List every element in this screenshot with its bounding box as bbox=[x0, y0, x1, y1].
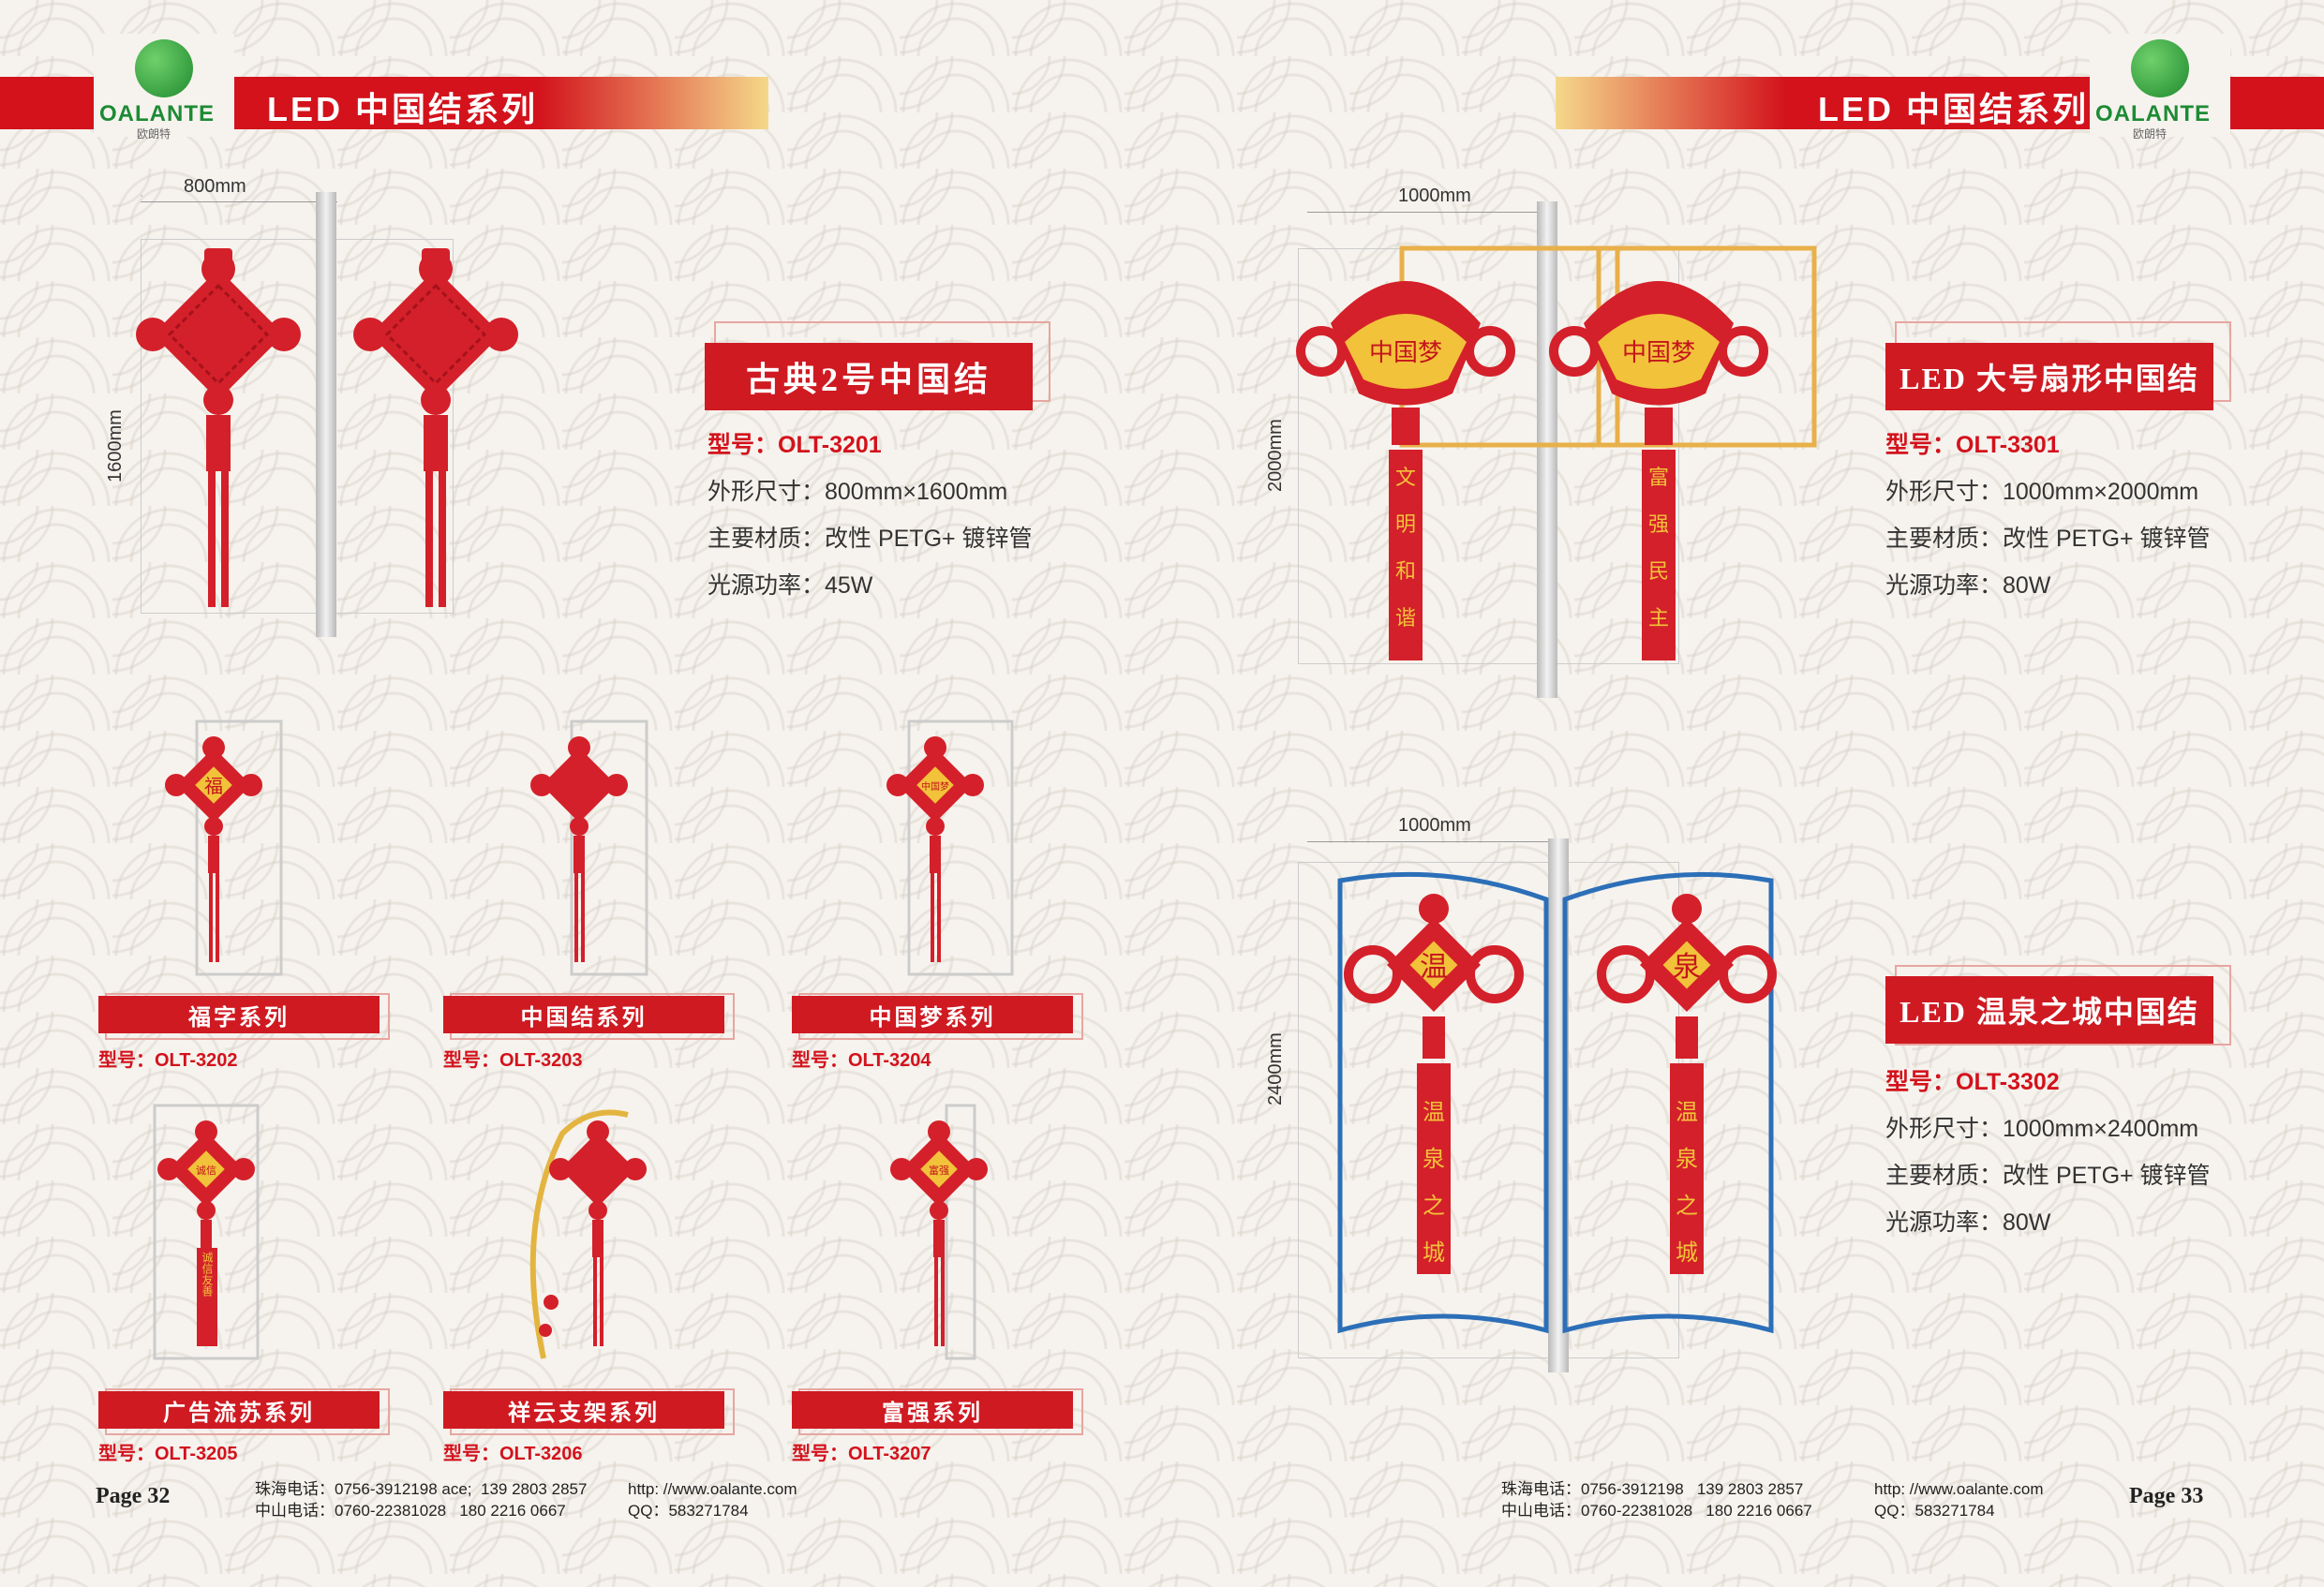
spring-knot-pair-3302: 温 泉 温泉之城 温泉之城 bbox=[1337, 871, 1799, 1334]
dim-width-3302: 1000mm bbox=[1398, 815, 1471, 836]
dim-height-3301: 2000mm bbox=[1265, 419, 1286, 492]
svg-text:民: 民 bbox=[1648, 559, 1669, 583]
material-3201: 主要材质：改性 PETG+ 镀锌管 bbox=[708, 526, 1033, 552]
product-title-3301: LED 大号扇形中国结 bbox=[1885, 343, 2213, 410]
product-title-3201: 古典2号中国结 bbox=[705, 343, 1033, 410]
svg-text:温: 温 bbox=[1423, 1100, 1445, 1125]
right-logo: OALANTE 欧朗特 bbox=[2090, 34, 2230, 141]
logo-sub: 欧朗特 bbox=[137, 127, 171, 141]
series-model-3206: 型号：OLT-3206 bbox=[443, 1444, 583, 1464]
size-3301: 外形尺寸：1000mm×2000mm bbox=[1885, 479, 2199, 505]
series-title-3204: 中国梦系列 bbox=[792, 996, 1073, 1033]
product-title-3302: LED 温泉之城中国结 bbox=[1885, 976, 2213, 1044]
logo-globe-icon bbox=[2131, 39, 2189, 97]
knot-3204: 中国梦 bbox=[886, 719, 1014, 976]
pole bbox=[316, 192, 336, 637]
knot-3207: 富强 bbox=[890, 1104, 988, 1360]
knot-3205: 诚信 诚信友善 bbox=[153, 1104, 260, 1360]
fan-text-left: 中国梦 bbox=[1369, 338, 1442, 366]
knot-text-3207: 富强 bbox=[929, 1164, 949, 1177]
logo-text: OALANTE bbox=[99, 101, 215, 126]
series-model-3205: 型号：OLT-3205 bbox=[98, 1444, 238, 1464]
svg-text:强: 强 bbox=[1648, 512, 1669, 536]
series-title-3206: 祥云支架系列 bbox=[443, 1391, 724, 1429]
power-3301: 光源功率：80W bbox=[1885, 572, 2051, 599]
model-3301: 型号：OLT-3301 bbox=[1885, 432, 2060, 458]
model-3302: 型号：OLT-3302 bbox=[1885, 1069, 2060, 1095]
series-model-3207: 型号：OLT-3207 bbox=[792, 1444, 931, 1464]
logo-text: OALANTE bbox=[2095, 101, 2211, 126]
power-3302: 光源功率：80W bbox=[1885, 1209, 2051, 1236]
svg-text:泉: 泉 bbox=[1676, 1147, 1698, 1172]
fan-text-right: 中国梦 bbox=[1622, 338, 1695, 366]
model-3201: 型号：OLT-3201 bbox=[708, 432, 882, 458]
series-title-3203: 中国结系列 bbox=[443, 996, 724, 1033]
power-3201: 光源功率：45W bbox=[708, 572, 873, 599]
left-header-title: LED 中国结系列 bbox=[267, 90, 539, 128]
svg-text:之: 之 bbox=[1676, 1194, 1698, 1219]
size-3201: 外形尺寸：800mm×1600mm bbox=[708, 479, 1008, 505]
svg-text:城: 城 bbox=[1423, 1240, 1445, 1266]
series-title-3202: 福字系列 bbox=[98, 996, 380, 1033]
page-number-left: Page 32 bbox=[96, 1484, 171, 1508]
spec-3201: 型号：OLT-3201 外形尺寸：800mm×1600mm 主要材质：改性 PE… bbox=[708, 422, 1033, 609]
logo-sub: 欧朗特 bbox=[2133, 127, 2168, 141]
knot-text-3202: 福 bbox=[204, 776, 223, 797]
dim-line bbox=[141, 201, 337, 202]
website-link[interactable]: http: //www.oalante.com bbox=[1874, 1480, 2044, 1498]
knot-text-left: 温 bbox=[1420, 952, 1448, 983]
svg-text:明: 明 bbox=[1395, 512, 1416, 536]
knot-3203 bbox=[530, 719, 648, 976]
knot-text-right: 泉 bbox=[1673, 952, 1701, 983]
svg-text:之: 之 bbox=[1423, 1194, 1445, 1219]
page-number-right: Page 33 bbox=[2129, 1484, 2204, 1508]
website-link[interactable]: http: //www.oalante.com bbox=[628, 1480, 797, 1498]
spec-3302: 型号：OLT-3302 外形尺寸：1000mm×2400mm 主要材质：改性 P… bbox=[1885, 1059, 2211, 1246]
knot-pair-3201 bbox=[136, 246, 520, 609]
dim-guide-box bbox=[141, 239, 454, 614]
left-logo: OALANTE 欧朗特 bbox=[94, 34, 234, 141]
series-model-3204: 型号：OLT-3204 bbox=[792, 1050, 931, 1071]
material-3302: 主要材质：改性 PETG+ 镀锌管 bbox=[1885, 1163, 2211, 1189]
footer-web-right: http: //www.oalante.com QQ：583271784 bbox=[1874, 1480, 2044, 1520]
material-3301: 主要材质：改性 PETG+ 镀锌管 bbox=[1885, 526, 2211, 552]
tassel-text-3205: 诚信友善 bbox=[201, 1252, 214, 1298]
logo-globe-icon bbox=[135, 39, 193, 97]
footer-web-left: http: //www.oalante.com QQ：583271784 bbox=[628, 1480, 797, 1520]
spec-3301: 型号：OLT-3301 外形尺寸：1000mm×2000mm 主要材质：改性 P… bbox=[1885, 422, 2211, 609]
svg-text:城: 城 bbox=[1676, 1240, 1698, 1266]
svg-text:文: 文 bbox=[1395, 466, 1416, 489]
series-model-3202: 型号：OLT-3202 bbox=[98, 1050, 238, 1071]
dim-height-3302: 2400mm bbox=[1265, 1032, 1286, 1105]
svg-text:富: 富 bbox=[1648, 466, 1669, 489]
svg-text:和: 和 bbox=[1395, 559, 1416, 583]
right-header-title: LED 中国结系列 bbox=[1818, 90, 2090, 128]
svg-text:泉: 泉 bbox=[1423, 1147, 1445, 1172]
knot-3202: 福 bbox=[165, 719, 283, 976]
knot-text-3205: 诚信 bbox=[196, 1164, 216, 1177]
knot-text-3204: 中国梦 bbox=[921, 780, 949, 793]
size-3302: 外形尺寸：1000mm×2400mm bbox=[1885, 1116, 2199, 1142]
svg-text:主: 主 bbox=[1648, 606, 1669, 630]
series-title-3205: 广告流苏系列 bbox=[98, 1391, 380, 1429]
svg-text:温: 温 bbox=[1676, 1100, 1698, 1125]
pole bbox=[1537, 201, 1557, 698]
series-model-3203: 型号：OLT-3203 bbox=[443, 1050, 583, 1071]
footer-phones-left: 珠海电话：0756-3912198 ace; 139 2803 2857 中山电… bbox=[255, 1480, 588, 1520]
dim-height-3201: 1600mm bbox=[105, 409, 126, 482]
knot-3206 bbox=[529, 1109, 647, 1359]
footer-phones-right: 珠海电话：0756-3912198 139 2803 2857 中山电话：076… bbox=[1501, 1480, 1812, 1520]
series-title-3207: 富强系列 bbox=[792, 1391, 1073, 1429]
dim-width-3201: 800mm bbox=[184, 176, 246, 197]
svg-text:谐: 谐 bbox=[1395, 606, 1416, 630]
dim-width-3301: 1000mm bbox=[1398, 185, 1471, 206]
